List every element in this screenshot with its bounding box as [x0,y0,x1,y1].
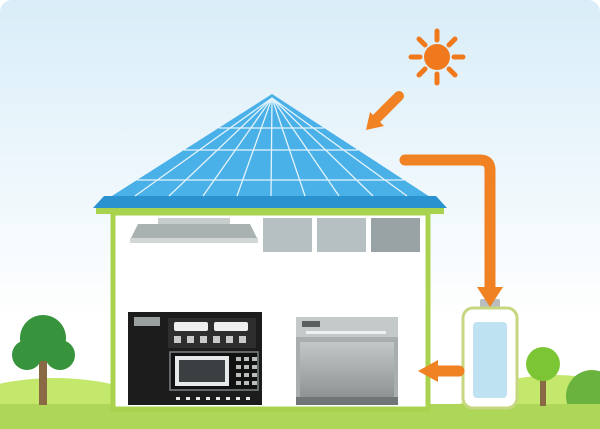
energy-flow-arrows [366,91,503,382]
arrow-sun-to-roof [366,91,404,130]
left-tree-foliage-left [12,340,42,370]
window-pane-1 [263,218,312,252]
stove-display-left [174,322,208,331]
arrow-roof-to-battery-shaft [399,154,496,294]
sun-rays [408,28,466,86]
left-tree [12,315,75,405]
dishwasher-handle [306,331,386,334]
house [110,210,431,412]
range-hood-lip [130,238,258,243]
right-tree-foliage [526,347,560,381]
solar-roof [93,94,447,208]
sun-core [424,44,450,70]
dishwasher-control [302,321,320,327]
stove-display-right [214,322,248,331]
arrow-sun-to-roof-shaft [372,91,404,123]
sun-icon [408,28,466,86]
arrow-roof-to-battery-head [477,287,503,307]
microwave-window [179,360,225,382]
range-hood-duct [158,218,230,225]
solar-panel-grid [134,97,408,197]
stove-oven-unit [128,312,262,405]
range-hood-canopy [130,224,258,240]
window-pane-2 [317,218,366,252]
arrow-sun-to-roof-head [366,112,384,130]
dishwasher-door [300,342,394,398]
right-tree-trunk [540,378,546,406]
arrow-roof-to-battery [399,154,503,307]
dishwasher-kickplate [296,397,398,405]
arrow-battery-to-appliance-head [418,360,438,382]
upstairs-windows [263,218,420,252]
right-tree [526,347,560,406]
stove-bottom-buttons [176,397,250,400]
microwave-keypad [236,357,257,385]
dishwasher [296,317,398,405]
eave-trim [96,206,444,214]
stove-vent [134,317,160,326]
stove-knob-row [174,336,246,343]
arrow-battery-to-appliance [418,360,465,382]
left-tree-foliage-right [45,340,75,370]
window-pane-3 [371,218,420,252]
battery-unit [461,299,519,410]
roof-edge-shadow [93,196,447,208]
range-hood [130,218,258,243]
battery-charge-window [473,322,507,398]
left-tree-trunk [39,358,47,405]
